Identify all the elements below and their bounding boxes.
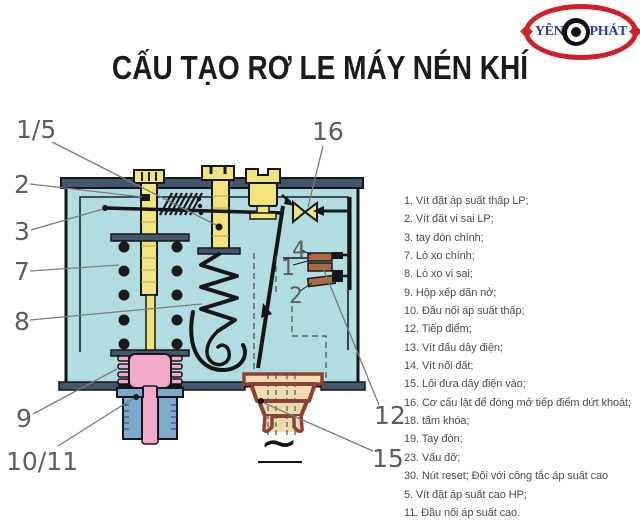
legend-item: 14. Vít nối đất; (404, 360, 474, 373)
callout-8: 8 (14, 307, 30, 336)
callout-2: 2 (14, 170, 30, 199)
legend-item: 15. Lối đưa dây điện vào; (404, 378, 526, 391)
page-title: CẤU TẠO RƠ LE MÁY NÉN KHÍ (111, 49, 529, 86)
callout-10-11: 10/11 (6, 447, 78, 476)
callout-9: 9 (16, 404, 32, 433)
legend-item: 19. Tay đòn; (404, 433, 463, 446)
callout-16: 16 (312, 117, 344, 146)
logo-eye-ring (566, 22, 586, 42)
callout-15: 15 (372, 444, 404, 473)
legend-item: 9. Hộp xếp dãn nở; (404, 286, 497, 299)
callout-7: 7 (14, 257, 30, 286)
logo-text-right: PHÁT (589, 24, 628, 39)
callout-leaders (29, 141, 380, 452)
callout-1-5: 1/5 (16, 115, 56, 144)
logo-eye-pupil (571, 27, 582, 37)
pressure-connector (116, 387, 184, 440)
legend-item: 8. Lò xo vi sai; (404, 268, 473, 281)
differential-screw (197, 165, 241, 255)
range-screw (245, 168, 281, 220)
legend-item: 18. tấm khóa; (404, 415, 470, 428)
legend-item: 13. Vít đấu dây điện; (404, 341, 503, 354)
legend-item: 2. Vít đặt vi sai LP; (404, 213, 494, 226)
legend-item: 10. Đầu nối áp suất thấp; (404, 305, 525, 318)
legend-item: 16. Cơ cấu lật để đóng mở tiếp điểm dứt … (404, 396, 631, 409)
legend-list: 1. Vít đặt áp suất thấp LP; 2. Vít đặt v… (404, 192, 631, 522)
legend-item: 5. Vít đặt áp suất cao HP; (404, 488, 527, 501)
contact-lever (256, 205, 285, 369)
main-lever (102, 192, 285, 216)
logo-text-left: YÊN (534, 24, 564, 39)
legend-item: 1. Vít đặt áp suất thấp LP; (404, 195, 529, 207)
ac-tilde: ~ (260, 415, 299, 469)
bellows (117, 353, 183, 445)
callout-12: 12 (374, 401, 406, 430)
callout-4-inner: 4 (292, 238, 306, 263)
ac-symbol: ~ (258, 415, 302, 469)
logo-eye-icon (562, 18, 591, 46)
legend-item: 11. Đầu nối áp suất cao. (404, 506, 521, 519)
brand-logo: YÊN PHÁT (520, 4, 640, 60)
contact-assembly (283, 252, 352, 290)
legend-item: 12. Tiếp điểm; (404, 323, 472, 336)
snap-toggle (281, 194, 352, 253)
callout-3: 3 (14, 217, 30, 246)
legend-item: 23. Vấu đỡ; (404, 451, 461, 464)
dashed-guides (253, 253, 327, 382)
differential-spring (189, 252, 247, 373)
legend-item: 3. tay đòn chính; (404, 231, 484, 244)
legend-item: 7. Lò xo chính; (404, 250, 475, 263)
legend-item: 30. Nút reset; Đối với công tắc áp suất … (404, 470, 609, 483)
callout-2-inner: 2 (289, 284, 303, 309)
callout-1-inner: 1 (281, 256, 295, 281)
cable-gland (242, 372, 324, 437)
